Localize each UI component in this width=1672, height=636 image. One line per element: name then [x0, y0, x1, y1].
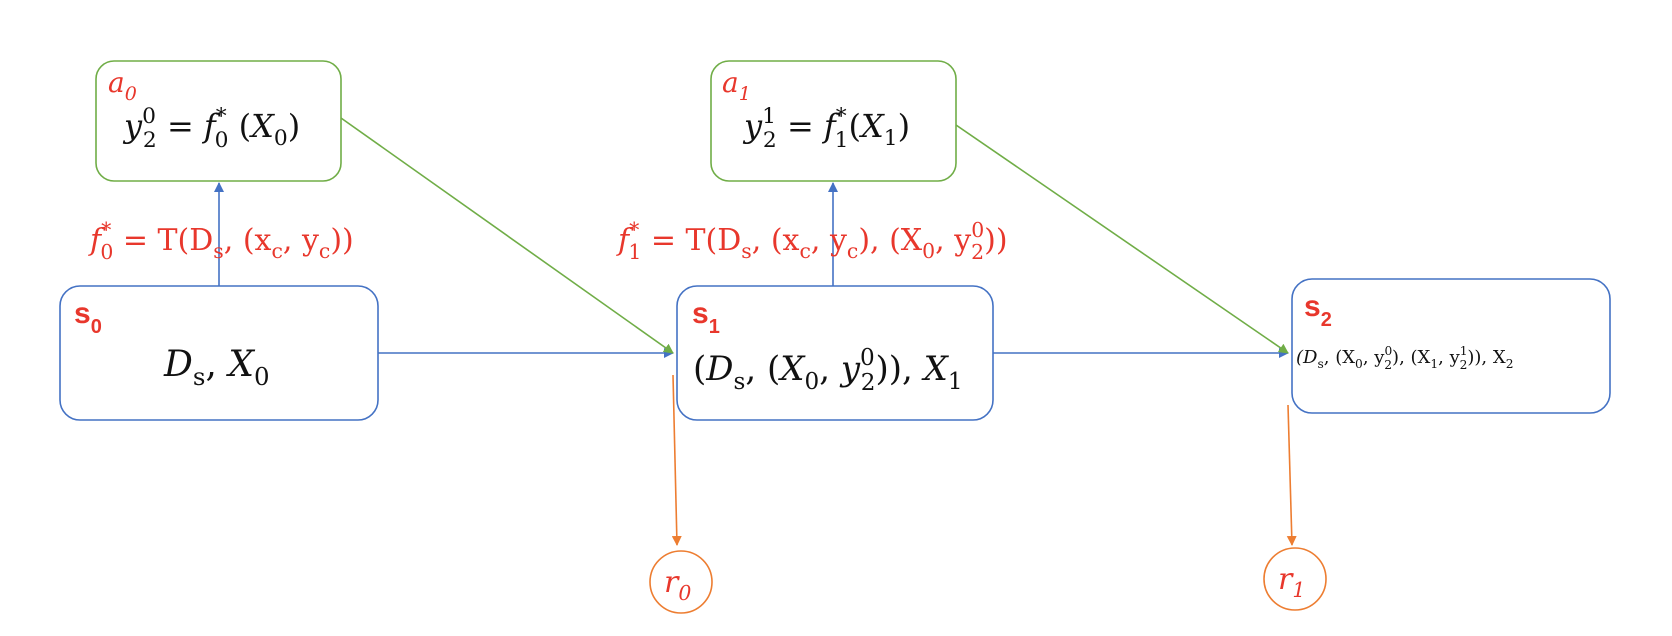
action-label-a1: a1: [722, 66, 751, 105]
state-label-s0: s0: [74, 297, 102, 338]
reward-label-r0: r0: [664, 565, 691, 605]
reward-node-r0: r0: [649, 550, 713, 614]
policy-formula-0: f*0 = T(Ds, (xc, yc)): [88, 218, 354, 264]
state-box-s0: s0 Ds, X0: [59, 285, 379, 421]
state-formula-s0: Ds, X0: [163, 344, 270, 391]
state-label-s2: s2: [1304, 290, 1332, 331]
arrow-a1-to-s2: [955, 124, 1289, 354]
reward-label-r1: r1: [1278, 562, 1305, 602]
action-label-a0: a0: [108, 66, 137, 105]
state-label-s1: s1: [692, 297, 720, 338]
arrow-s2-to-r1: [1286, 404, 1297, 546]
arrow-a0-to-s1: [340, 117, 674, 354]
arrow-s1-to-r0: [671, 374, 682, 546]
reward-node-r1: r1: [1263, 547, 1327, 611]
